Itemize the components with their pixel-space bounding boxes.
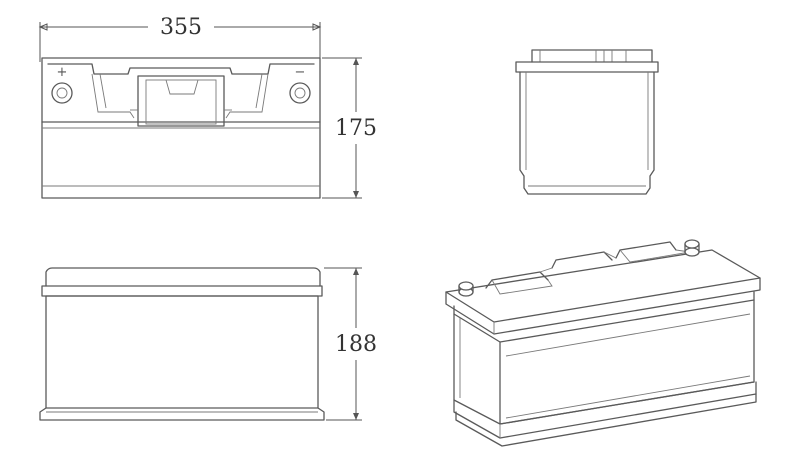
negative-terminal: − — [289, 65, 311, 104]
width-label: 175 — [335, 116, 377, 141]
top-view: 355 + − — [38, 15, 377, 199]
length-dimension: 355 — [38, 15, 322, 62]
positive-terminal: + — [51, 65, 73, 104]
height-label: 188 — [335, 332, 377, 357]
height-dimension: 188 — [324, 267, 377, 421]
front-view: 188 — [39, 267, 377, 421]
isometric-view — [445, 239, 761, 447]
width-dimension: 175 — [322, 57, 377, 199]
side-view — [515, 49, 659, 195]
length-label: 355 — [160, 15, 202, 40]
negative-symbol: − — [295, 65, 306, 80]
positive-symbol: + — [57, 65, 68, 80]
